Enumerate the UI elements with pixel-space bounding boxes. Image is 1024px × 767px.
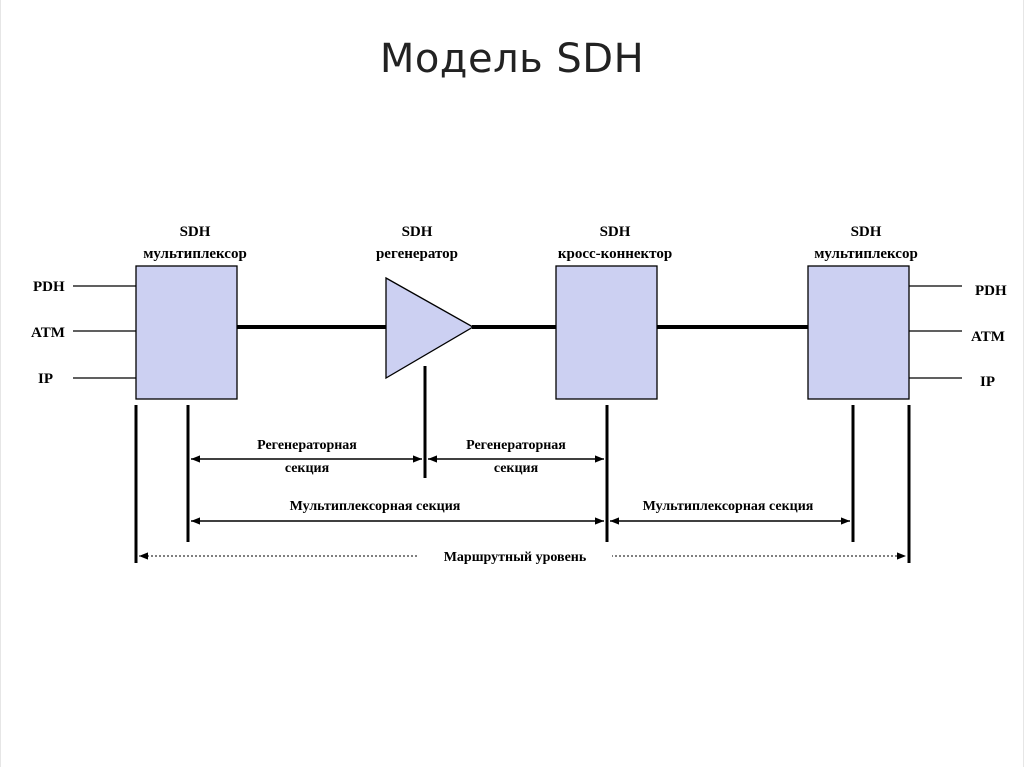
cross-connect-box bbox=[555, 265, 658, 400]
regen-section-1-label-line2: секция bbox=[285, 461, 330, 476]
node-3-type: SDH bbox=[600, 224, 631, 240]
right-output-atm: ATM bbox=[971, 329, 1005, 345]
node-1-type: SDH bbox=[180, 224, 211, 240]
mux-section-1-label-bg bbox=[258, 494, 492, 516]
left-input-atm: ATM bbox=[31, 325, 65, 341]
node-2-name: регенератор bbox=[376, 246, 458, 262]
node-4-type: SDH bbox=[851, 224, 882, 240]
regen-section-2-label-line2: секция bbox=[494, 461, 539, 476]
regen-section-1-label-line1: Регенераторная bbox=[257, 438, 357, 453]
regenerator-triangle bbox=[385, 276, 475, 380]
node-4-name: мультиплексор bbox=[814, 246, 918, 262]
mux-section-1-label: Мультиплексорная секция bbox=[290, 499, 461, 514]
node-3-name: кросс-коннектор bbox=[558, 246, 672, 262]
mux-section-2-label-bg bbox=[613, 494, 843, 516]
slide-title: Модель SDH bbox=[379, 36, 645, 82]
right-output-pdh: PDH bbox=[975, 283, 1007, 299]
route-level-label: Маршрутный уровень bbox=[444, 550, 587, 565]
node-2-type: SDH bbox=[402, 224, 433, 240]
multiplexer-left-box bbox=[135, 265, 238, 400]
left-input-pdh: PDH bbox=[33, 279, 65, 295]
mux-section-2-label: Мультиплексорная секция bbox=[643, 499, 814, 514]
regen-section-2-label-line1: Регенераторная bbox=[466, 438, 566, 453]
multiplexer-right-box bbox=[807, 265, 910, 400]
node-1-name: мультиплексор bbox=[143, 246, 247, 262]
route-level-label-bg bbox=[418, 545, 612, 567]
left-input-ip: IP bbox=[38, 371, 53, 387]
right-output-ip: IP bbox=[980, 374, 995, 390]
slide-left-edge bbox=[0, 0, 1, 767]
